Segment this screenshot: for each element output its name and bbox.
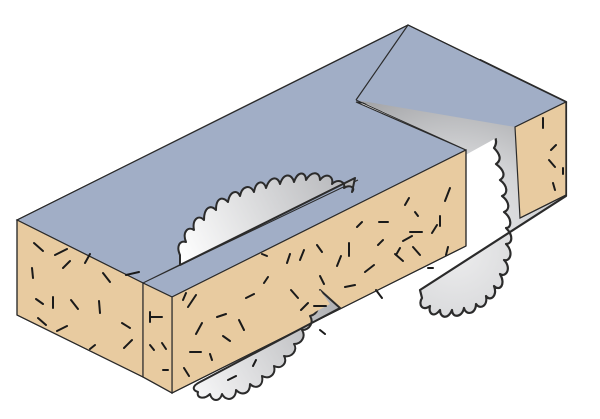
rip-blade-upper xyxy=(177,172,356,266)
rip-saw-blade xyxy=(177,172,356,401)
block-slot-face xyxy=(142,282,173,395)
block-outline xyxy=(16,24,567,394)
cross-cut-kerf xyxy=(355,99,467,151)
rip-blade-lower xyxy=(192,289,341,401)
wood-grain-marks xyxy=(31,117,564,381)
